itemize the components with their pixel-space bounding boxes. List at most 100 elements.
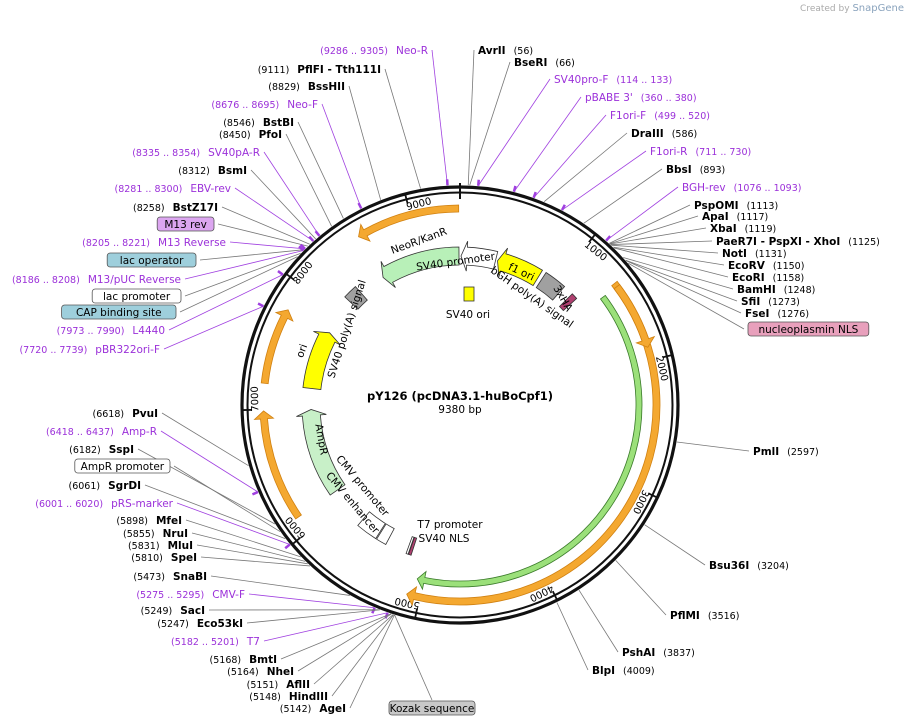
- leader-line: [217, 223, 308, 247]
- label-text: AvrII(56): [478, 45, 533, 57]
- orf-arc: [358, 204, 460, 242]
- orf-arc: [260, 309, 294, 385]
- leader-line: [625, 259, 738, 302]
- label-name: PflMI: [670, 610, 700, 622]
- label-text: F1ori-F(499 .. 520): [610, 110, 710, 122]
- label-pos: (8281 .. 8300): [115, 184, 183, 195]
- label-text: (5164)NheI: [227, 666, 294, 678]
- leader-line: [234, 187, 314, 242]
- label-pos: (360 .. 380): [641, 93, 697, 104]
- leader-line: [297, 613, 392, 672]
- label-pos: (1273): [768, 297, 800, 308]
- label-pos: (5473): [133, 572, 165, 583]
- label-text: PmlI (2597): [753, 446, 819, 458]
- label-name: MfeI: [156, 515, 182, 527]
- leader-line: [179, 256, 298, 313]
- label-name: Neo-R: [396, 45, 428, 57]
- label-text: (8450)PfoI: [219, 129, 282, 141]
- label-text: EcoRV (1150): [728, 260, 804, 272]
- leader-line: [583, 168, 663, 224]
- label-text: FseI(1276): [745, 308, 809, 320]
- label-pos: (9111): [258, 65, 290, 76]
- feature-tag-label: lac promoter: [103, 291, 171, 303]
- label-text: NotI (1131): [722, 248, 787, 260]
- label-text: (8335 .. 8354)SV40pA-R: [132, 147, 260, 159]
- leader-line: [313, 614, 394, 685]
- label-pos: (9286 .. 9305): [320, 46, 388, 57]
- label-text: F1ori-R(711 .. 730): [650, 146, 751, 158]
- label-pos: (5148): [249, 692, 281, 703]
- label-text: (6418 .. 6437)Amp-R: [46, 426, 157, 438]
- feature-2: [497, 247, 544, 287]
- label-pos: (4009): [623, 666, 655, 677]
- label-pos: (8829): [268, 82, 300, 93]
- label-text: PaeR7I - PspXI - XhoI(1125): [716, 236, 880, 248]
- tick-mark: [588, 234, 596, 243]
- label-pos: (5182 .. 5201): [171, 637, 239, 648]
- label-name: Bsu36I: [709, 560, 749, 572]
- primer-mark: [251, 490, 259, 496]
- label-name: PmlI: [753, 446, 779, 458]
- label-name: pRS-marker: [111, 498, 174, 510]
- label-name: M13/pUC Reverse: [88, 274, 181, 286]
- snapgene-credit: Created by SnapGene: [800, 3, 904, 14]
- label-pos: (5247): [157, 619, 189, 630]
- leader-line: [609, 204, 691, 244]
- label-name: EBV-rev: [190, 183, 231, 195]
- primer-mark: [560, 204, 566, 211]
- label-pos: (7720 .. 7739): [19, 345, 87, 356]
- feature-tag: [747, 321, 870, 337]
- label-pos: (8205 .. 8221): [82, 238, 150, 249]
- label-name: XbaI: [710, 223, 737, 235]
- leader-line: [184, 253, 301, 297]
- label-text: (7973 .. 7990) L4440: [57, 325, 165, 337]
- label-name: EcoRI: [732, 272, 765, 284]
- feature-tag-label: lac operator: [120, 255, 184, 267]
- leader-line: [477, 78, 551, 186]
- label-name: DraIII: [631, 128, 664, 140]
- feature-6: [302, 330, 341, 390]
- leader-line: [199, 249, 305, 261]
- leader-line: [348, 85, 382, 200]
- leader-line: [246, 609, 380, 624]
- primer-mark: [299, 243, 306, 250]
- label-pos: (2597): [787, 447, 819, 458]
- feature-8: [357, 511, 386, 540]
- label-text: ApaI(1117): [702, 211, 768, 223]
- plasmid-center: pY126 (pcDNA3.1-huBoCpf1) 9380 bp: [367, 389, 553, 416]
- primer-mark: [257, 302, 264, 308]
- credit-brand: SnapGene: [852, 3, 904, 14]
- tick-mark: [414, 608, 418, 618]
- tick-mark: [286, 273, 295, 281]
- label-text: PspOMI(1113): [694, 200, 778, 212]
- leader-line: [176, 502, 290, 545]
- feature-1: [460, 241, 499, 272]
- label-name: EcoRV: [728, 260, 766, 272]
- leader-line: [611, 244, 719, 254]
- label-text: (6618)PvuI: [92, 408, 158, 420]
- label-pos: (1150): [773, 261, 805, 272]
- label-name: NheI: [267, 666, 294, 678]
- label-text: BseRI(66): [514, 57, 575, 69]
- label-pos: (5855): [123, 529, 155, 540]
- leader-line: [628, 262, 745, 330]
- label-name: PspOMI: [694, 200, 739, 212]
- label-text: XbaI(1119): [710, 223, 776, 235]
- label-pos: (1131): [755, 249, 787, 260]
- feature-7: [296, 409, 346, 496]
- label-text: BGH-rev(1076 .. 1093): [682, 182, 801, 194]
- credit-prefix: Created by: [800, 4, 850, 14]
- leader-line: [144, 484, 286, 539]
- feature-tag: [61, 304, 177, 320]
- label-pos: (7973 .. 7990): [57, 326, 125, 337]
- label-pos: (6418 .. 6437): [46, 427, 114, 438]
- leader-line: [609, 227, 707, 245]
- feature-label: SV40 poly(A) signal: [326, 278, 369, 379]
- label-name: L4440: [132, 325, 165, 337]
- label-name: NotI: [722, 248, 747, 260]
- label-text: (8829)BssHII: [268, 81, 345, 93]
- feature-tag-label: M13 rev: [164, 219, 207, 231]
- label-name: AgeI: [319, 703, 346, 715]
- feature-label: ori: [294, 342, 310, 359]
- label-pos: (8450): [219, 130, 251, 141]
